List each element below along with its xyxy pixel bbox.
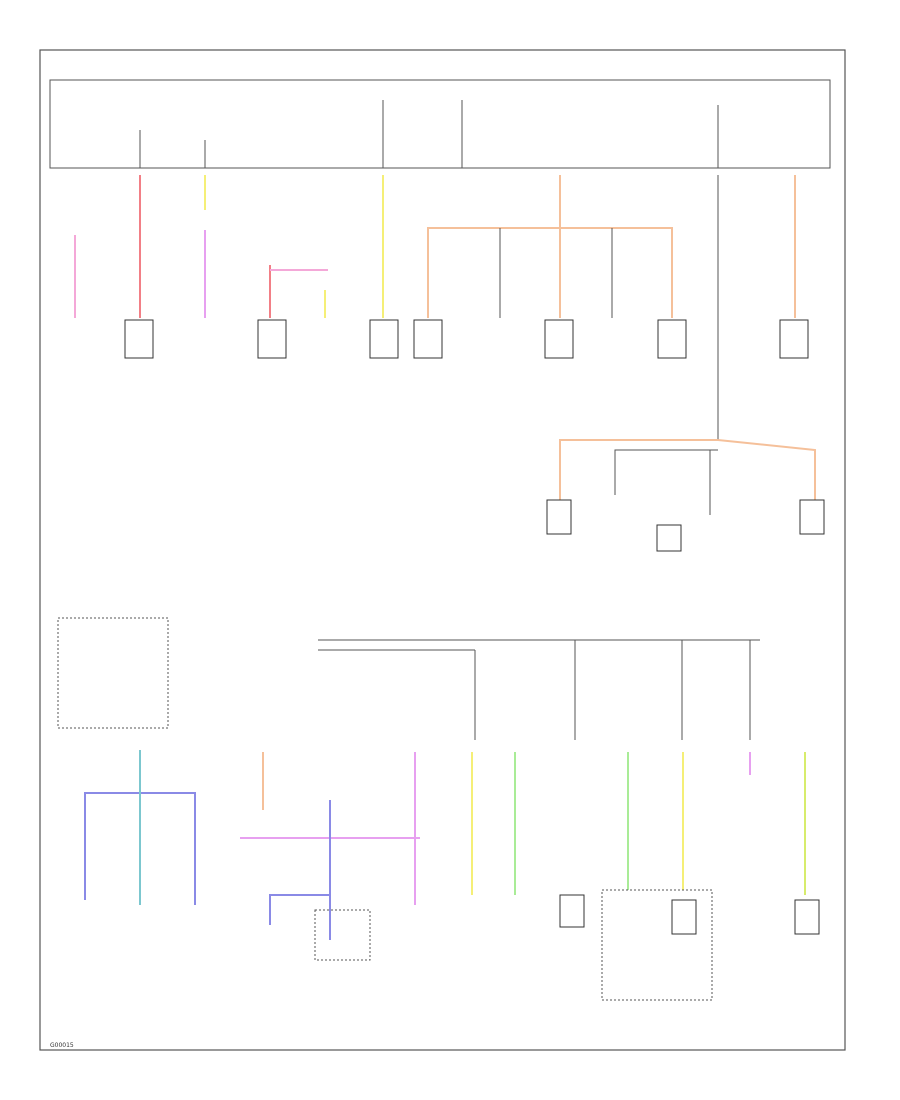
component-box-1	[124, 319, 154, 359]
lower-left-box	[57, 617, 169, 729]
footer-code: G00015	[50, 1042, 74, 1049]
lower-right-group	[601, 889, 713, 1001]
component-box-2	[257, 319, 287, 359]
component-box-4	[413, 319, 443, 359]
component-box-13	[559, 894, 585, 928]
component-box-3	[369, 319, 399, 359]
component-box-7	[779, 319, 809, 359]
component-box-8	[546, 499, 572, 535]
diagram-frame	[39, 49, 846, 1051]
wire-orange-6	[717, 439, 816, 500]
component-box-12	[671, 899, 697, 935]
component-box-9	[799, 499, 825, 535]
component-box-6	[657, 319, 687, 359]
lower-center-group	[314, 909, 371, 961]
wire-orange-3	[560, 227, 673, 318]
wire-orange-5	[559, 439, 718, 500]
top-power-box	[49, 79, 831, 169]
component-box-11	[794, 899, 820, 935]
wire-orange-1	[427, 227, 560, 318]
wire-blue-2	[269, 894, 331, 940]
component-box-5	[544, 319, 574, 359]
component-box-10	[656, 524, 682, 552]
wire-gray-4	[614, 449, 718, 495]
